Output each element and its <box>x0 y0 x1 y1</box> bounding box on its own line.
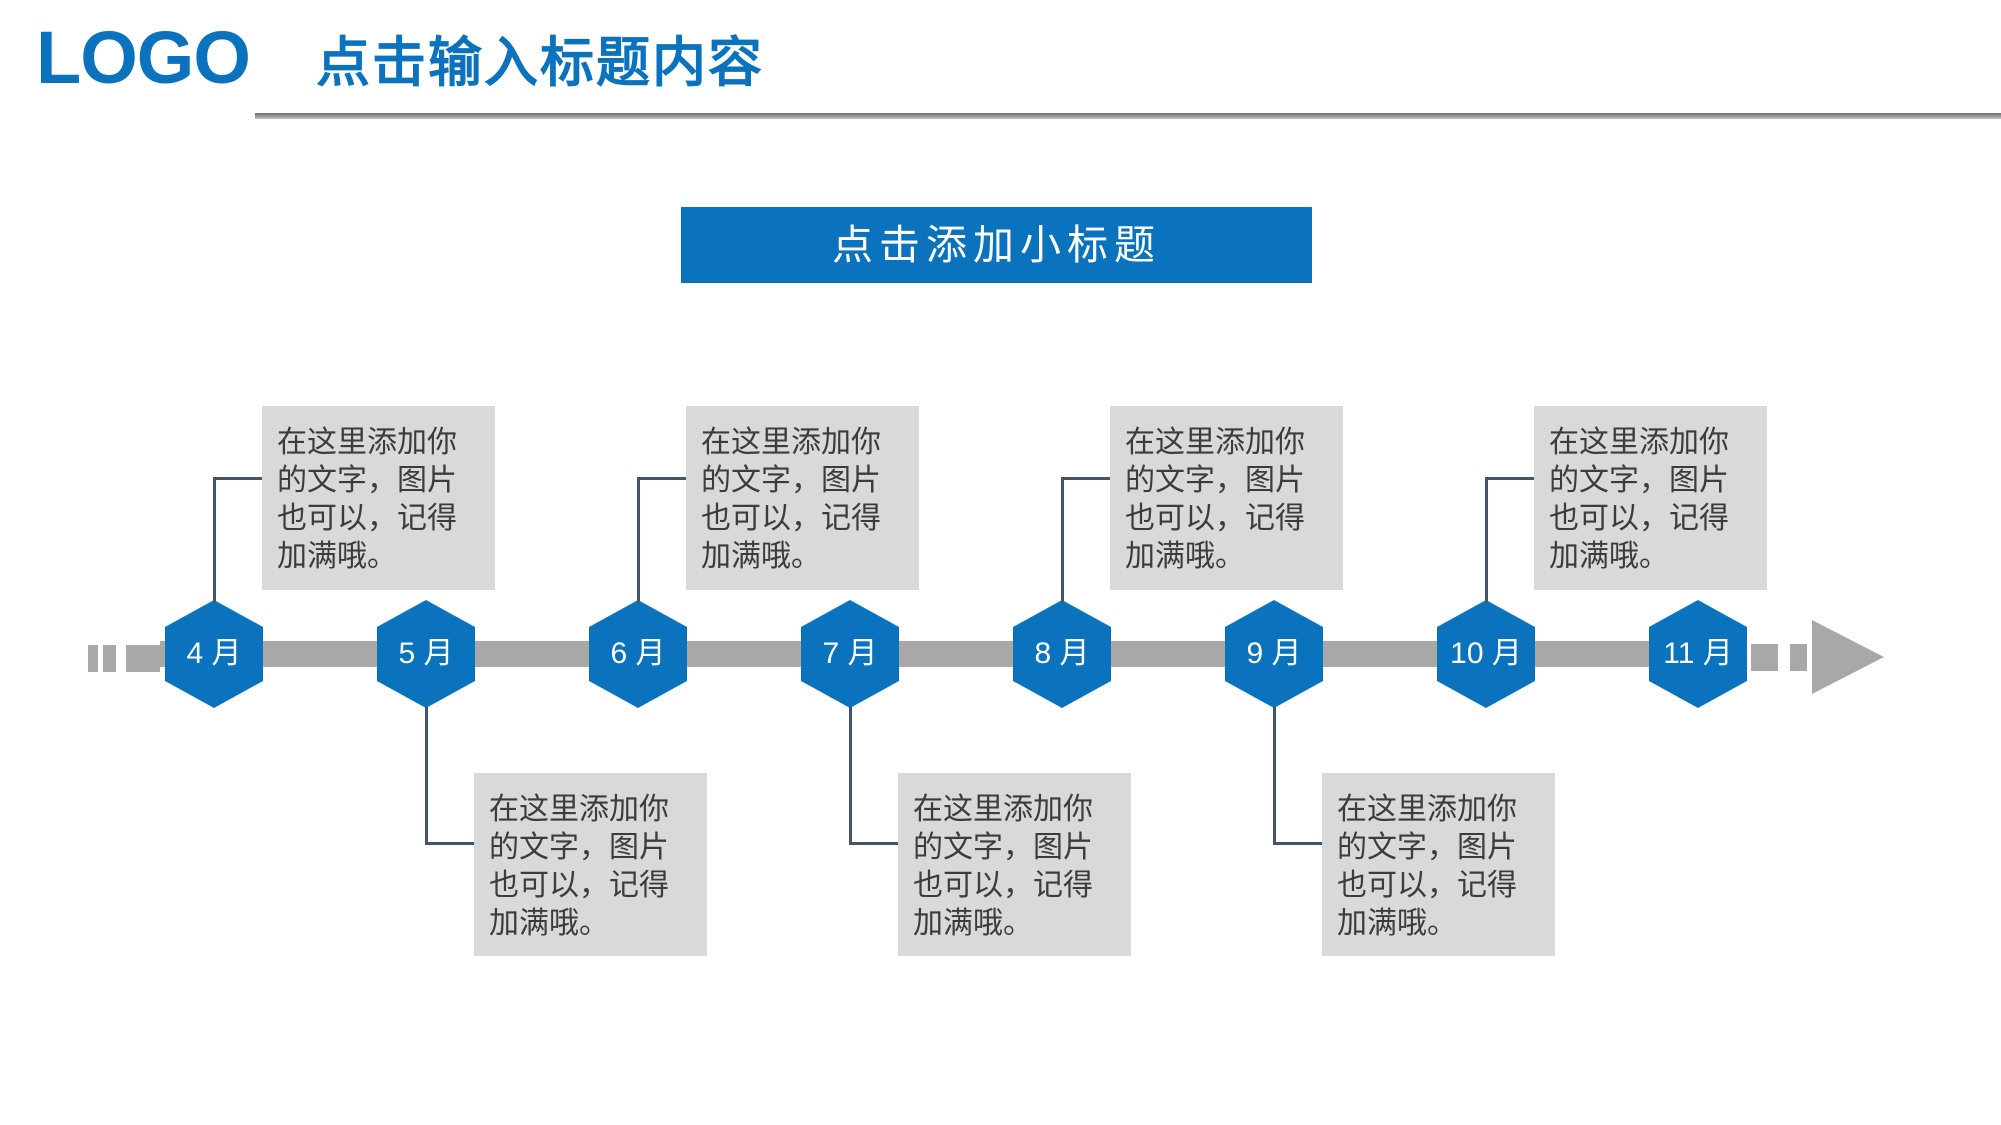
note-text-line: 加满哦。 <box>277 540 397 573</box>
timeline-dash <box>1751 644 1778 671</box>
note-text-line: 也可以，记得 <box>1549 502 1729 535</box>
timeline-note[interactable]: 在这里添加你的文字，图片也可以，记得加满哦。 <box>262 406 495 590</box>
note-text-line: 在这里添加你 <box>277 426 457 459</box>
note-text-line: 的文字，图片 <box>489 831 669 864</box>
note-text-line: 的文字，图片 <box>1549 464 1729 497</box>
timeline-note[interactable]: 在这里添加你的文字，图片也可以，记得加满哦。 <box>1110 406 1343 590</box>
milestone-month-label: 4 月 <box>186 637 242 670</box>
connector-line-horizontal <box>1061 477 1111 480</box>
timeline-note[interactable]: 在这里添加你的文字，图片也可以，记得加满哦。 <box>1534 406 1767 590</box>
milestone-month-label: 7 月 <box>822 637 878 670</box>
timeline-dash <box>103 645 116 672</box>
timeline-note[interactable]: 在这里添加你的文字，图片也可以，记得加满哦。 <box>898 773 1131 956</box>
connector-line-horizontal <box>1273 842 1323 845</box>
timeline-hexagon[interactable]: 10 月 <box>1437 600 1535 708</box>
timeline-hexagon[interactable]: 11 月 <box>1649 600 1747 708</box>
note-text-line: 也可以，记得 <box>1125 502 1305 535</box>
milestone-month-label: 11 月 <box>1663 637 1733 670</box>
title-underline <box>255 113 2001 119</box>
note-text-line: 在这里添加你 <box>1549 426 1729 459</box>
note-text-line: 也可以，记得 <box>913 869 1093 902</box>
subtitle-banner[interactable]: 点击添加小标题 <box>681 207 1312 283</box>
connector-line-horizontal <box>637 477 687 480</box>
connector-line-vertical <box>425 707 428 845</box>
connector-line-vertical <box>1273 707 1276 845</box>
timeline-hexagon[interactable]: 8 月 <box>1013 600 1111 708</box>
milestone-month-label: 8 月 <box>1034 637 1090 670</box>
note-text-line: 也可以，记得 <box>277 502 457 535</box>
connector-line-horizontal <box>849 842 899 845</box>
connector-line-horizontal <box>213 477 263 480</box>
milestone-month-label: 5 月 <box>398 637 454 670</box>
note-text-line: 在这里添加你 <box>913 793 1093 826</box>
note-text-line: 在这里添加你 <box>489 793 669 826</box>
timeline-note[interactable]: 在这里添加你的文字，图片也可以，记得加满哦。 <box>686 406 919 590</box>
note-text-line: 也可以，记得 <box>701 502 881 535</box>
milestone-month-label: 9 月 <box>1246 637 1302 670</box>
arrow-right-icon <box>1812 620 1884 694</box>
note-text-line: 加满哦。 <box>489 907 609 940</box>
note-text-line: 在这里添加你 <box>1125 426 1305 459</box>
timeline-hexagon[interactable]: 7 月 <box>801 600 899 708</box>
note-text-line: 加满哦。 <box>1125 540 1245 573</box>
note-text-line: 在这里添加你 <box>701 426 881 459</box>
timeline-dash <box>88 645 98 672</box>
note-text-line: 加满哦。 <box>1337 907 1457 940</box>
note-text-line: 加满哦。 <box>701 540 821 573</box>
note-text-line: 的文字，图片 <box>1337 831 1517 864</box>
connector-line-vertical <box>637 477 640 603</box>
note-text-line: 在这里添加你 <box>1337 793 1517 826</box>
timeline-note[interactable]: 在这里添加你的文字，图片也可以，记得加满哦。 <box>1322 773 1555 956</box>
connector-line-horizontal <box>425 842 475 845</box>
note-text-line: 也可以，记得 <box>1337 869 1517 902</box>
note-text-line: 加满哦。 <box>913 907 1033 940</box>
timeline-dash <box>1790 644 1807 671</box>
milestone-month-label: 10 月 <box>1450 637 1522 670</box>
timeline-hexagon[interactable]: 5 月 <box>377 600 475 708</box>
timeline-note[interactable]: 在这里添加你的文字，图片也可以，记得加满哦。 <box>474 773 707 956</box>
timeline-hexagon[interactable]: 9 月 <box>1225 600 1323 708</box>
note-text-line: 加满哦。 <box>1549 540 1669 573</box>
timeline-hexagon[interactable]: 6 月 <box>589 600 687 708</box>
note-text-line: 的文字，图片 <box>277 464 457 497</box>
connector-line-horizontal <box>1485 477 1535 480</box>
note-text-line: 的文字，图片 <box>1125 464 1305 497</box>
page-title[interactable]: 点击输入标题内容 <box>316 33 764 93</box>
connector-line-vertical <box>1061 477 1064 603</box>
connector-line-vertical <box>1485 477 1488 603</box>
connector-line-vertical <box>213 477 216 603</box>
connector-line-vertical <box>849 707 852 845</box>
timeline-hexagon[interactable]: 4 月 <box>165 600 263 708</box>
note-text-line: 也可以，记得 <box>489 869 669 902</box>
logo: LOGO <box>36 16 251 99</box>
note-text-line: 的文字，图片 <box>913 831 1093 864</box>
milestone-month-label: 6 月 <box>610 637 666 670</box>
note-text-line: 的文字，图片 <box>701 464 881 497</box>
timeline-dash <box>126 645 160 672</box>
